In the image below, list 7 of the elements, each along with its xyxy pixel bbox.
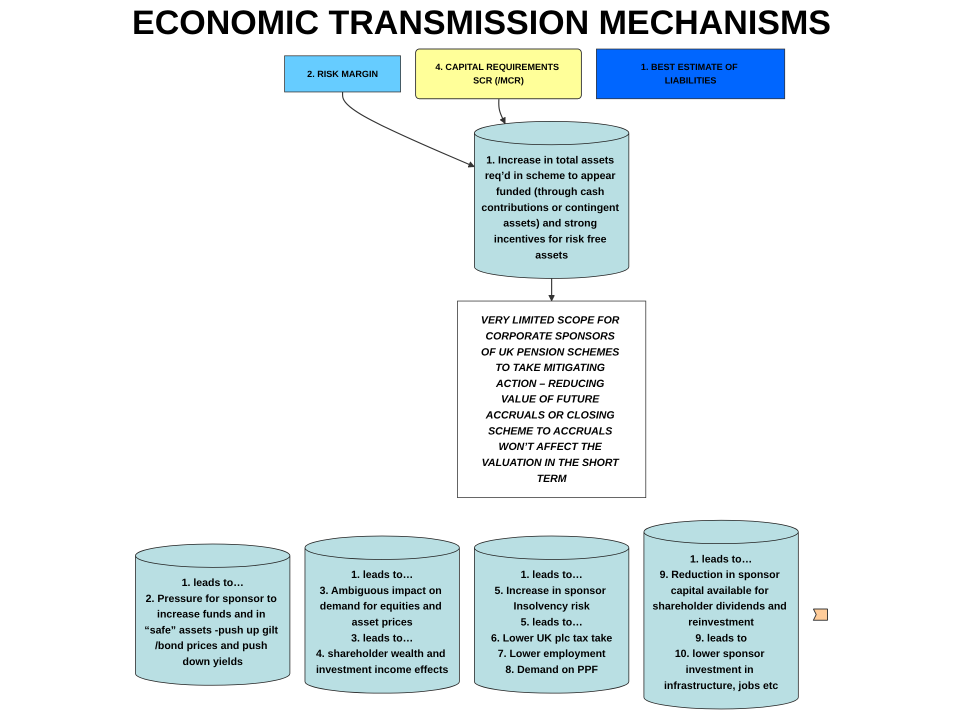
arrow — [342, 92, 475, 168]
node-box: 2. RISK MARGIN — [284, 55, 401, 92]
diagram-title: ECONOMIC TRANSMISSION MECHANISMS — [131, 4, 832, 43]
arrow — [548, 278, 555, 302]
node-box: VERY LIMITED SCOPE FOR CORPORATE SPONSORS OF UK PENSION SCHEMES TO TAKE MITIGATING ACTION – REDUCING VALUE OF FUTURE ACCRUALS OR CLOSING SCHEME TO ACCRUALS WON’T AFFECT THE VALUATION IN THE SHORT TERM — [457, 300, 646, 498]
node-box: 1. BEST ESTIMATE OF LIABILITIES — [596, 48, 786, 100]
arrow — [498, 99, 506, 124]
